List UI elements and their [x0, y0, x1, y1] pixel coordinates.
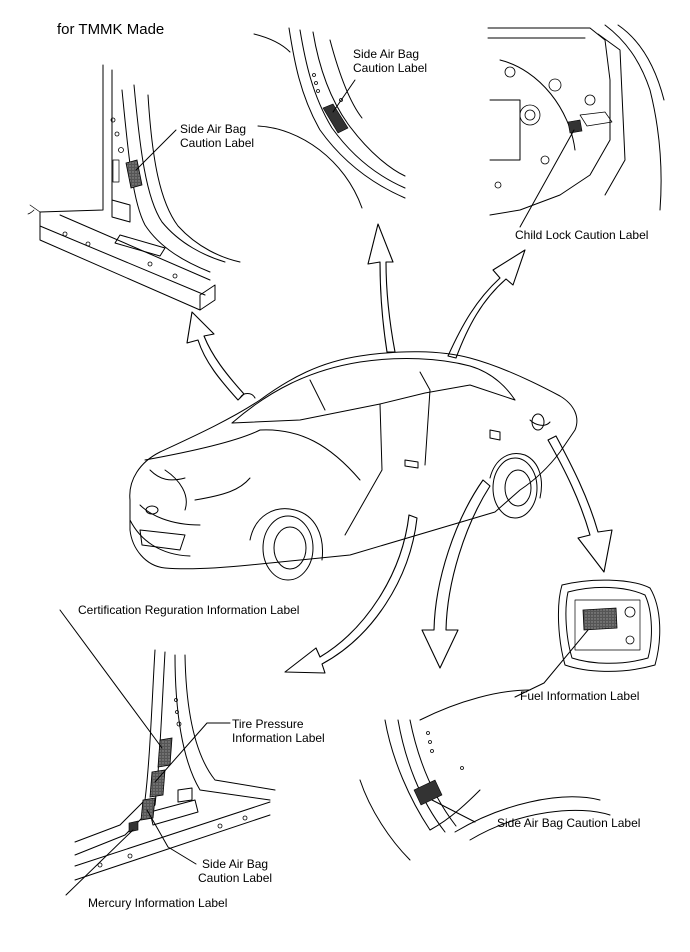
page-title: for TMMK Made	[57, 21, 165, 38]
arrow-to-front-pillar	[186, 311, 245, 401]
rear-quarter-inset	[359, 689, 611, 861]
rear-pillar-inset	[253, 27, 406, 209]
callout-arrows	[186, 223, 613, 674]
rear-door-inset	[487, 24, 665, 228]
side-air-bag-label-upper-left: Side Air Bag Caution Label	[180, 122, 254, 150]
label-line: Caution Label	[198, 871, 273, 885]
arrow-to-rear-door	[447, 249, 526, 359]
arrow-to-rear-pillar	[367, 223, 396, 353]
label-line: Caution Label	[180, 136, 255, 150]
fuel-information-label: Fuel Information Label	[520, 689, 640, 703]
arrow-to-rocker	[284, 514, 418, 674]
side-air-bag-label-lower-left: Side Air Bag Caution Label	[198, 857, 272, 885]
arrow-to-fuel-door	[547, 435, 613, 573]
tire-pressure-label-mark	[149, 769, 166, 798]
side-air-bag-label-upper-center: Side Air Bag Caution Label	[353, 47, 427, 75]
mercury-information-label: Mercury Information Label	[88, 896, 228, 910]
side-air-bag-label-lower-right: Side Air Bag Caution Label	[497, 816, 641, 830]
label-line: Side Air Bag	[202, 857, 269, 871]
label-line: Tire Pressure	[232, 717, 304, 731]
tire-pressure-information-label: Tire Pressure Information Label	[232, 717, 325, 745]
label-line: Side Air Bag	[180, 122, 247, 136]
label-line: Side Air Bag	[353, 47, 420, 61]
front-pillar-inset	[27, 64, 241, 311]
label-line: Caution Label	[353, 61, 428, 75]
certification-information-label: Certification Reguration Information Lab…	[78, 603, 300, 617]
child-lock-caution-label: Child Lock Caution Label	[515, 228, 649, 242]
mercury-label-mark	[128, 820, 139, 833]
label-line: Information Label	[232, 731, 325, 745]
vehicle-illustration	[129, 351, 578, 581]
arrow-to-rear-quarter	[421, 479, 491, 669]
side-air-bag-label-mark	[140, 797, 156, 821]
fuel-door-inset	[514, 579, 661, 698]
center-pillar-inset	[59, 609, 276, 896]
certification-label-mark	[157, 737, 173, 768]
